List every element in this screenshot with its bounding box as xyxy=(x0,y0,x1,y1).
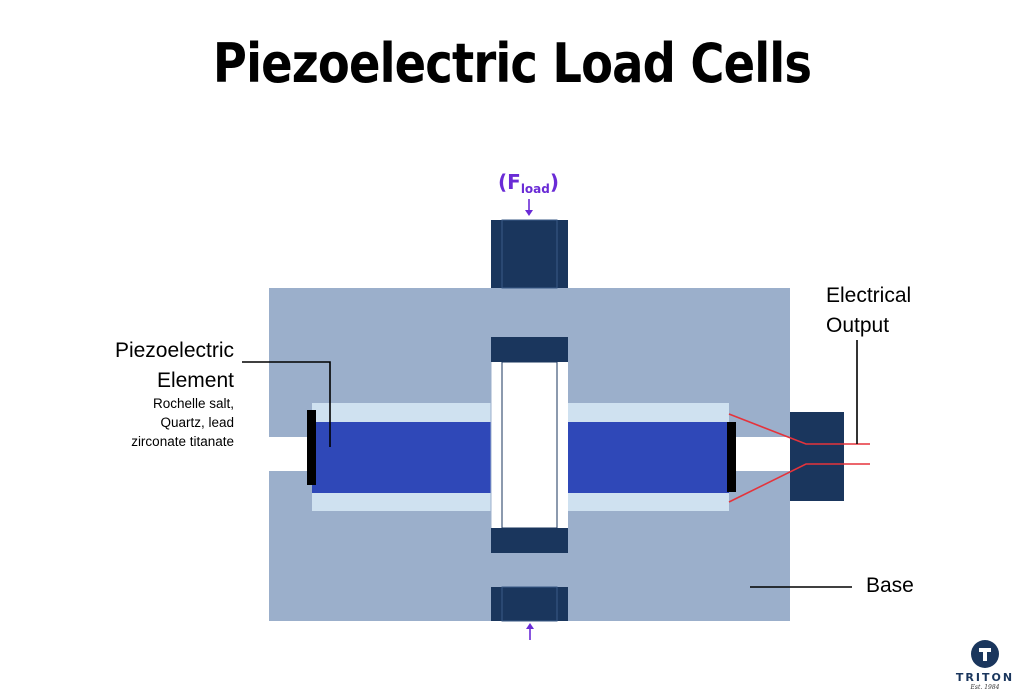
force-label: (Fload) xyxy=(498,170,559,196)
left-electrode xyxy=(307,410,316,485)
page-title: Piezoelectric Load Cells xyxy=(212,32,812,95)
center-column xyxy=(491,362,568,528)
wire-top xyxy=(728,413,870,445)
electrical-output-label: Electrical Output xyxy=(826,281,911,341)
force-arrow-top xyxy=(525,199,533,216)
materials-label: Rochelle salt, Quartz, lead zirconate ti… xyxy=(131,394,234,451)
materials-line3: zirconate titanate xyxy=(131,434,234,449)
bottom-load-button-inner xyxy=(501,586,558,622)
piezo-leader-line xyxy=(242,361,331,447)
wire-bottom xyxy=(728,463,870,503)
output-label-line2: Output xyxy=(826,314,890,337)
piezo-label-line2: Element xyxy=(156,369,234,392)
output-connector xyxy=(790,412,844,501)
materials-line2: Quartz, lead xyxy=(160,415,234,430)
base-channel-right xyxy=(736,437,792,471)
right-piezo-element xyxy=(568,422,729,493)
right-electrode xyxy=(727,422,736,492)
triton-logo: TRITON Est. 1984 xyxy=(952,640,1018,691)
output-label-line1: Electrical xyxy=(826,284,912,307)
piezo-element-label: Piezoelectric Element xyxy=(115,336,234,396)
force-arrow-bottom xyxy=(526,623,534,640)
center-column-bottom-cap xyxy=(491,528,568,553)
base-channel xyxy=(269,437,309,471)
top-load-button-inner xyxy=(501,219,558,289)
base-label: Base xyxy=(866,574,914,597)
piezo-label-line1: Piezoelectric xyxy=(114,339,234,362)
left-piezo-element xyxy=(312,422,492,493)
bottom-load-button xyxy=(491,587,568,621)
center-column-top-cap xyxy=(491,337,568,362)
top-load-button xyxy=(491,220,568,288)
triton-logo-icon xyxy=(971,640,999,668)
materials-line1: Rochelle salt, xyxy=(152,396,234,411)
triton-logo-wordmark: TRITON xyxy=(955,671,1015,684)
triton-logo-tagline: Est. 1984 xyxy=(970,684,1000,691)
